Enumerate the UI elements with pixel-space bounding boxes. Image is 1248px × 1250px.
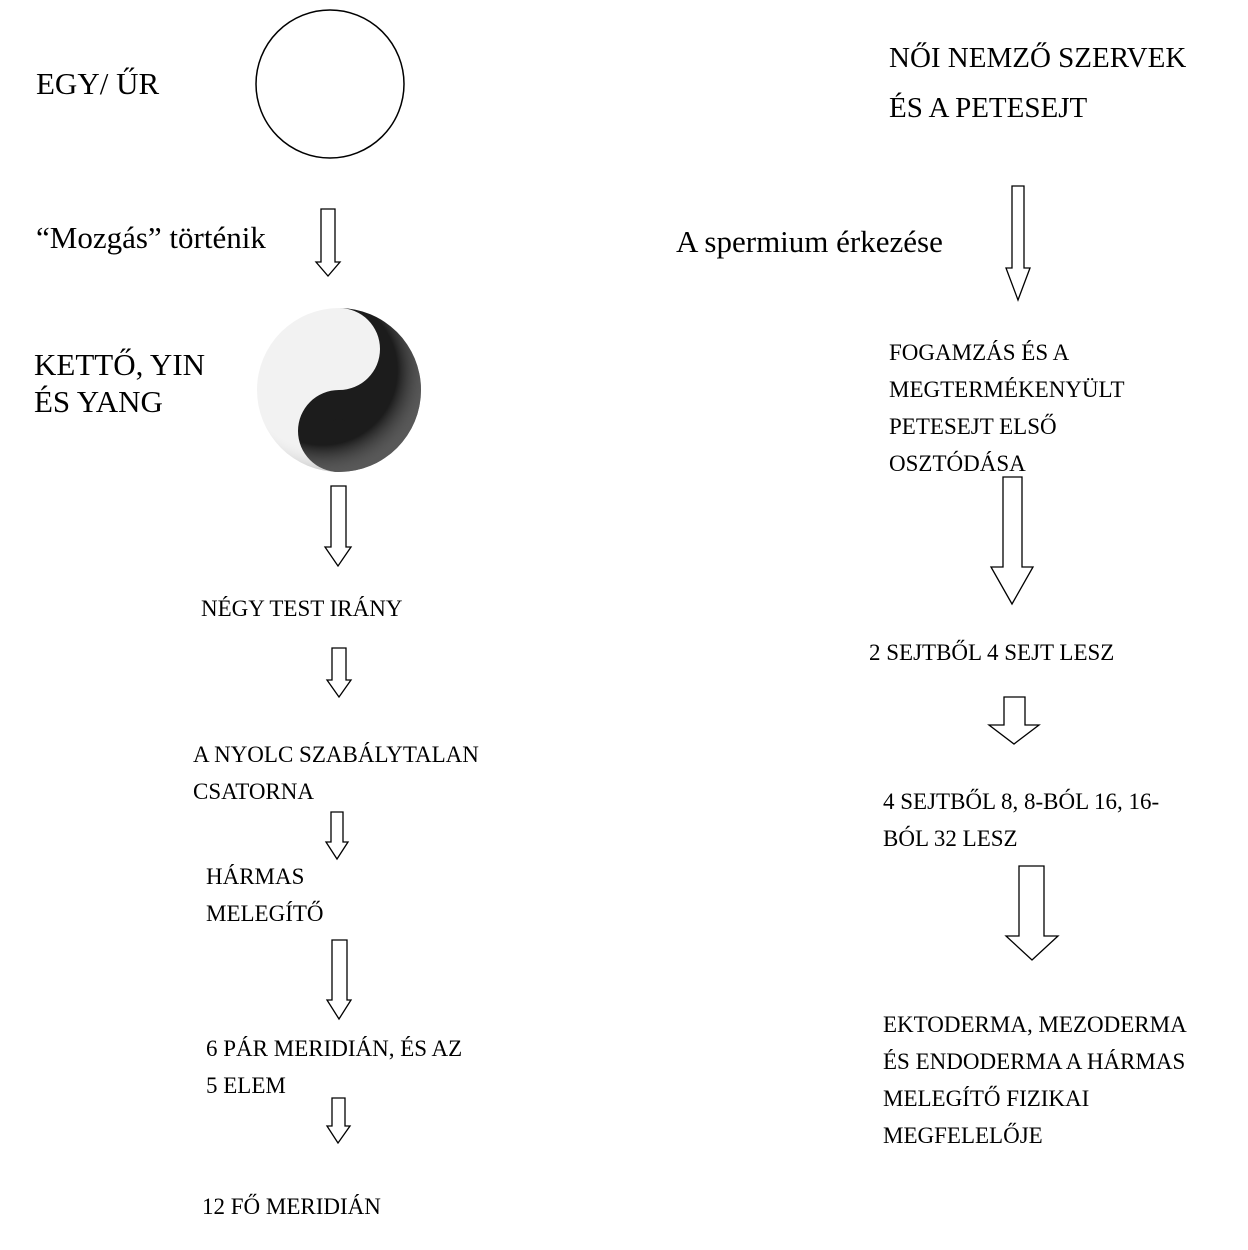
female-organs-title: NŐI NEMZŐ SZERVEK ÉS A PETESEJT xyxy=(889,33,1186,133)
eight-channels-label: A NYOLC SZABÁLYTALAN CSATORNA xyxy=(193,736,479,810)
eight-channels-line: CSATORNA xyxy=(193,779,314,804)
germ-layers-line: MEGFELELŐJE xyxy=(883,1123,1043,1148)
meridian-pairs-label: 6 PÁR MERIDIÁN, ÉS AZ 5 ELEM xyxy=(206,1030,462,1104)
down-arrow-icon xyxy=(324,811,350,861)
down-arrow-icon xyxy=(1005,185,1031,302)
germ-layers-line: ÉS ENDODERMA A HÁRMAS xyxy=(883,1049,1186,1074)
down-arrow-icon xyxy=(1004,865,1060,961)
conception-line: FOGAMZÁS ÉS A xyxy=(889,340,1070,365)
conception-line: MEGTERMÉKENYÜLT xyxy=(889,377,1125,402)
germ-layers-line: EKTODERMA, MEZODERMA xyxy=(883,1012,1187,1037)
down-arrow-icon xyxy=(325,647,353,699)
triple-warmer-line: HÁRMAS xyxy=(206,864,305,889)
two-to-four-cells-label: 2 SEJTBŐL 4 SEJT LESZ xyxy=(869,640,1115,665)
down-arrow-icon xyxy=(314,208,342,277)
female-organs-title-line: ÉS A PETESEJT xyxy=(889,92,1088,124)
yin-yang-label: KETTŐ, YIN ÉS YANG xyxy=(34,346,205,420)
down-arrow-icon xyxy=(989,476,1035,606)
sperm-arrival-label: A spermium érkezése xyxy=(676,224,943,259)
meridian-pairs-line: 6 PÁR MERIDIÁN, ÉS AZ xyxy=(206,1036,463,1061)
down-arrow-icon xyxy=(323,485,353,568)
void-circle xyxy=(255,9,405,159)
main-meridians-label: 12 FŐ MERIDIÁN xyxy=(202,1194,381,1219)
germ-layers-line: MELEGÍTŐ FIZIKAI xyxy=(883,1086,1090,1111)
yin-yang-label-line: KETTŐ, YIN xyxy=(34,347,206,382)
meridian-pairs-line: 5 ELEM xyxy=(206,1073,286,1098)
yin-yang-label-line: ÉS YANG xyxy=(34,384,163,419)
germ-layers-label: EKTODERMA, MEZODERMA ÉS ENDODERMA A HÁRM… xyxy=(883,1006,1187,1154)
triple-warmer-line: MELEGÍTŐ xyxy=(206,901,324,926)
conception-label: FOGAMZÁS ÉS A MEGTERMÉKENYÜLT PETESEJT E… xyxy=(889,334,1125,482)
down-arrow-icon xyxy=(325,1097,352,1145)
triple-warmer-label: HÁRMAS MELEGÍTŐ xyxy=(206,858,324,932)
down-arrow-icon xyxy=(987,696,1041,745)
movement-label: “Mozgás” történik xyxy=(36,220,266,255)
cell-division-line: BÓL 32 LESZ xyxy=(883,826,1018,851)
eight-channels-line: A NYOLC SZABÁLYTALAN xyxy=(193,742,479,767)
conception-line: PETESEJT ELSŐ xyxy=(889,414,1057,439)
female-organs-title-line: NŐI NEMZŐ SZERVEK xyxy=(889,42,1187,74)
conception-line: OSZTÓDÁSA xyxy=(889,451,1026,476)
one-void-label: EGY/ ŰR xyxy=(36,66,160,101)
cell-division-label: 4 SEJTBŐL 8, 8-BÓL 16, 16- BÓL 32 LESZ xyxy=(883,783,1159,857)
four-directions-label: NÉGY TEST IRÁNY xyxy=(201,596,403,621)
cell-division-line: 4 SEJTBŐL 8, 8-BÓL 16, 16- xyxy=(883,789,1160,814)
down-arrow-icon xyxy=(325,939,353,1021)
yin-yang-icon xyxy=(257,308,421,472)
